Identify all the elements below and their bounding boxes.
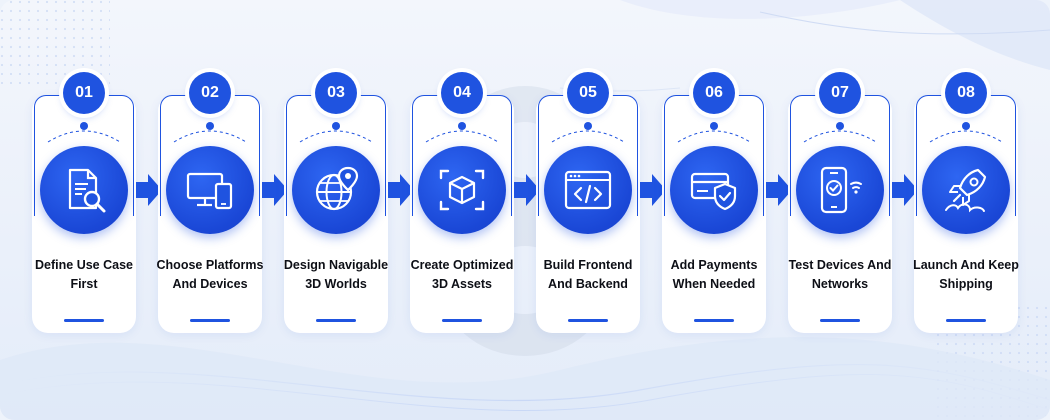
devices-icon xyxy=(186,172,233,210)
step-number-badge: 08 xyxy=(945,72,987,114)
connector-dot xyxy=(80,122,88,130)
connector-dot xyxy=(710,122,718,130)
dashed-arc xyxy=(929,130,1003,143)
step-underline xyxy=(442,319,482,322)
phone-check-wifi-icon xyxy=(820,166,862,214)
step-icon-circle xyxy=(922,146,1010,234)
step-underline xyxy=(568,319,608,322)
step-underline xyxy=(316,319,356,322)
step-label: Design Navigable 3D Worlds xyxy=(283,258,389,291)
connector-dot xyxy=(836,122,844,130)
step-icon-circle xyxy=(796,146,884,234)
dashed-arc xyxy=(551,130,625,143)
connector-dot xyxy=(458,122,466,130)
rocket-icon xyxy=(945,168,987,213)
arrow-right-icon xyxy=(262,174,288,206)
step-number-badge: 04 xyxy=(441,72,483,114)
step-icon-circle xyxy=(670,146,758,234)
dashed-arc xyxy=(677,130,751,143)
arrow-right-icon xyxy=(640,174,666,206)
connector-dot xyxy=(206,122,214,130)
step-label: Build Frontend And Backend xyxy=(543,258,633,291)
arrow-right-icon xyxy=(766,174,792,206)
arrow-right-icon xyxy=(388,174,414,206)
globe-location-icon xyxy=(315,166,359,211)
step-number-badge: 06 xyxy=(693,72,735,114)
step-icon-circle xyxy=(418,146,506,234)
step-icon-circle xyxy=(544,146,632,234)
step-underline xyxy=(64,319,104,322)
step-number-badge: 02 xyxy=(189,72,231,114)
connector-dot xyxy=(332,122,340,130)
step-label: Test Devices And Networks xyxy=(788,258,892,291)
arrow-right-icon xyxy=(136,174,162,206)
code-window-icon xyxy=(564,170,612,210)
connector-dot xyxy=(584,122,592,130)
dashed-arc xyxy=(299,130,373,143)
dashed-arc xyxy=(47,130,121,143)
dashed-arc xyxy=(425,130,499,143)
step-label: Define Use Case First xyxy=(35,258,133,291)
step-number-badge: 07 xyxy=(819,72,861,114)
card-shield-icon xyxy=(690,172,737,211)
step-icon-circle xyxy=(292,146,380,234)
step-label: Add Payments When Needed xyxy=(670,258,758,291)
step-number-badge: 05 xyxy=(567,72,609,114)
connector-dot xyxy=(962,122,970,130)
step-number-badge: 03 xyxy=(315,72,357,114)
arrow-right-icon xyxy=(514,174,540,206)
step-label: Choose Platforms And Devices xyxy=(156,258,264,291)
arrow-right-icon xyxy=(892,174,918,206)
cube-focus-icon xyxy=(439,169,485,211)
step-underline xyxy=(820,319,860,322)
step-label: Create Optimized 3D Assets xyxy=(410,258,514,291)
step-underline xyxy=(946,319,986,322)
dashed-arc xyxy=(803,130,877,143)
step-number-badge: 01 xyxy=(63,72,105,114)
step-icon-circle xyxy=(40,146,128,234)
step-underline xyxy=(694,319,734,322)
step-underline xyxy=(190,319,230,322)
step-icon-circle xyxy=(166,146,254,234)
document-search-icon xyxy=(68,168,106,213)
dashed-arc xyxy=(173,130,247,143)
step-label: Launch And Keep Shipping xyxy=(913,258,1019,291)
